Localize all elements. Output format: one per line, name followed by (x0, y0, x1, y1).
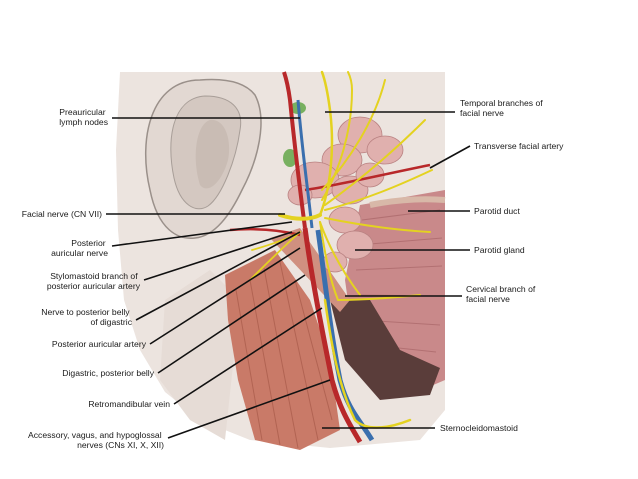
labels: Preauricular lymph nodes Facial nerve (C… (22, 98, 564, 450)
leader-nerve-digastric (135, 231, 301, 321)
label-cervical: Cervical branch of facial nerve (466, 284, 538, 304)
label-parotid-gland: Parotid gland (474, 245, 525, 255)
label-post-auricular-nerve: Posterior auricular nerve (51, 238, 108, 258)
leader-retromandibular (173, 307, 323, 405)
neck-skin (160, 270, 240, 440)
lymph-node-lower (283, 149, 297, 167)
label-nerve-digastric: Nerve to posterior belly of digastric (41, 307, 132, 327)
superficial-temporal-vein (296, 99, 314, 229)
label-transverse: Transverse facial artery (474, 141, 564, 151)
leader-accessory (167, 379, 331, 439)
deep-region (330, 300, 440, 400)
leader-digastric (157, 274, 306, 374)
leader-post-auricular-nerve (111, 221, 293, 247)
leader-transverse (429, 145, 471, 169)
label-digastric: Digastric, posterior belly (62, 368, 154, 378)
label-post-auricular-artery: Posterior auricular artery (52, 339, 147, 349)
label-preauricular: Preauricular lymph nodes (59, 107, 108, 127)
label-scm: Sternocleidomastoid (440, 423, 518, 433)
label-stylomastoid: Stylomastoid branch of posterior auricul… (47, 271, 141, 291)
parotid-duct (369, 196, 446, 208)
superficial-temporal-artery (282, 71, 307, 229)
external-carotid-artery (302, 227, 363, 444)
label-facial-nerve: Facial nerve (CN VII) (22, 209, 102, 219)
label-temporal: Temporal branches of facial nerve (460, 98, 545, 118)
ear-concha (195, 119, 230, 189)
leader-lines (106, 111, 471, 439)
label-parotid-duct: Parotid duct (474, 206, 520, 216)
leader-post-auricular-artery (149, 247, 301, 345)
leader-stylomastoid (143, 231, 293, 281)
label-accessory: Accessory, vagus, and hypoglossal nerves… (28, 430, 164, 450)
label-retromandibular: Retromandibular vein (88, 399, 170, 409)
illustration (116, 70, 446, 450)
transverse-facial-artery-vessel (304, 163, 431, 192)
